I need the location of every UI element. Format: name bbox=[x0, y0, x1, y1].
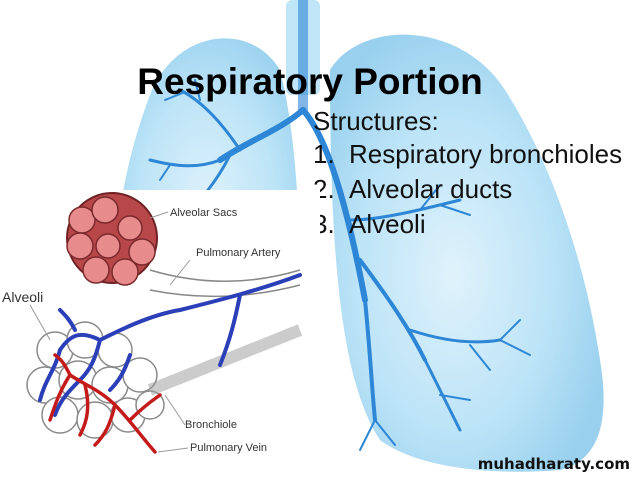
structures-heading: Structures: bbox=[313, 106, 439, 136]
alveolar-duct bbox=[149, 269, 301, 298]
structures-list: Structures: 1. Respiratory bronchioles 2… bbox=[313, 106, 633, 244]
alveolar-sac-cluster bbox=[66, 192, 158, 286]
alveoli-label: Alveoli bbox=[2, 289, 43, 305]
list-text: Respiratory bronchioles bbox=[349, 139, 623, 169]
watermark: muhadharaty.com bbox=[477, 455, 630, 473]
bronchiole-label: Bronchiole bbox=[185, 419, 237, 431]
list-text: Alveoli bbox=[349, 209, 426, 239]
leader-lines bbox=[29, 211, 191, 453]
list-text: Alveolar ducts bbox=[349, 174, 513, 204]
list-number: 1. bbox=[313, 139, 335, 169]
slide-title: Respiratory Portion bbox=[137, 60, 483, 102]
list-item: 3. Alveoli bbox=[313, 209, 633, 240]
right-lung bbox=[330, 34, 604, 472]
alveoli-cluster bbox=[26, 321, 165, 439]
pulmonary-vein-label: Pulmonary Vein bbox=[190, 442, 267, 454]
alveolar-sacs-label: Alveolar Sacs bbox=[170, 207, 238, 219]
list-item: 2. Alveolar ducts bbox=[313, 174, 633, 205]
alveoli-diagram: Alveolar Sacs Pulmonary Artery Alveoli B… bbox=[0, 190, 320, 460]
pulmonary-artery-label: Pulmonary Artery bbox=[196, 247, 281, 259]
bronchiole-tube bbox=[147, 324, 303, 396]
pulmonary-artery bbox=[38, 273, 302, 417]
pulmonary-vein bbox=[48, 353, 162, 454]
list-item: 1. Respiratory bronchioles bbox=[313, 139, 633, 170]
